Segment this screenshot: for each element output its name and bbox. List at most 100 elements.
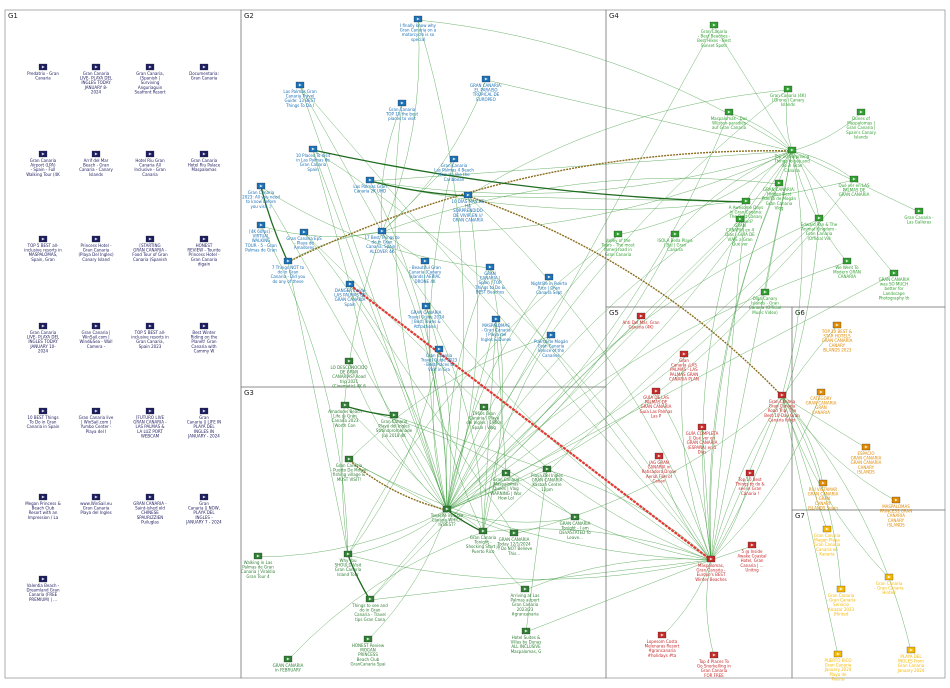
node-n107[interactable]: Maspalomas,Gran Canaria -Europe's BESTWi…: [695, 555, 727, 582]
node-n47[interactable]: MASPALOMAS- Gran Canaria| Playa delIngle…: [481, 315, 511, 342]
node-n36[interactable]: Las Palmas GranCanaria 2K UHD: [353, 176, 387, 194]
node-n3[interactable]: Gran Canaria,(Spanish |SurvivingAnguriag…: [134, 63, 166, 94]
node-n90[interactable]: ISOLA Bella Playa| Bal | GranCanaria: [657, 230, 693, 252]
node-n87[interactable]: Gran Canaria -Las Galleras: [904, 207, 934, 225]
node-n10[interactable]: Princess Hotel -Gran Canaria(Playa Del I…: [78, 235, 114, 262]
node-n100[interactable]: Anti Del Mar, GranCanaria (4K): [623, 312, 660, 330]
node-n14[interactable]: Gran Canaria |WinSail.com |Wind&Sea - Wa…: [80, 322, 113, 349]
node-n9[interactable]: TOP 5 BEST all-inclusive resorts inMASPA…: [24, 235, 62, 262]
node-n4[interactable]: Documentaria:Gran Canaria: [189, 63, 219, 81]
node-n18[interactable]: Gran Canaria live| WinSail.com |Yumbo Ce…: [79, 407, 114, 434]
node-n80[interactable]: Gran Canaria- Best Beaches -Best Hikes -…: [697, 21, 731, 48]
node-n1[interactable]: Predatrix - GranCanaria: [27, 63, 59, 81]
node-n131[interactable]: Gran Canaria- Gran CanariaServicioAlcaza…: [826, 585, 856, 616]
node-n44[interactable]: - Beautiful GranCanaria (CanaryIslands) …: [409, 257, 442, 284]
node-n15[interactable]: TOP 5 BEST all-inclusive resorts inGran …: [131, 322, 169, 349]
node-n25[interactable]: Valentia Beach -Dreamland GranCanaria (F…: [26, 575, 60, 602]
node-n23[interactable]: GRAN CANARIA -Saint-ished oldCHINESESPAU…: [133, 493, 167, 524]
